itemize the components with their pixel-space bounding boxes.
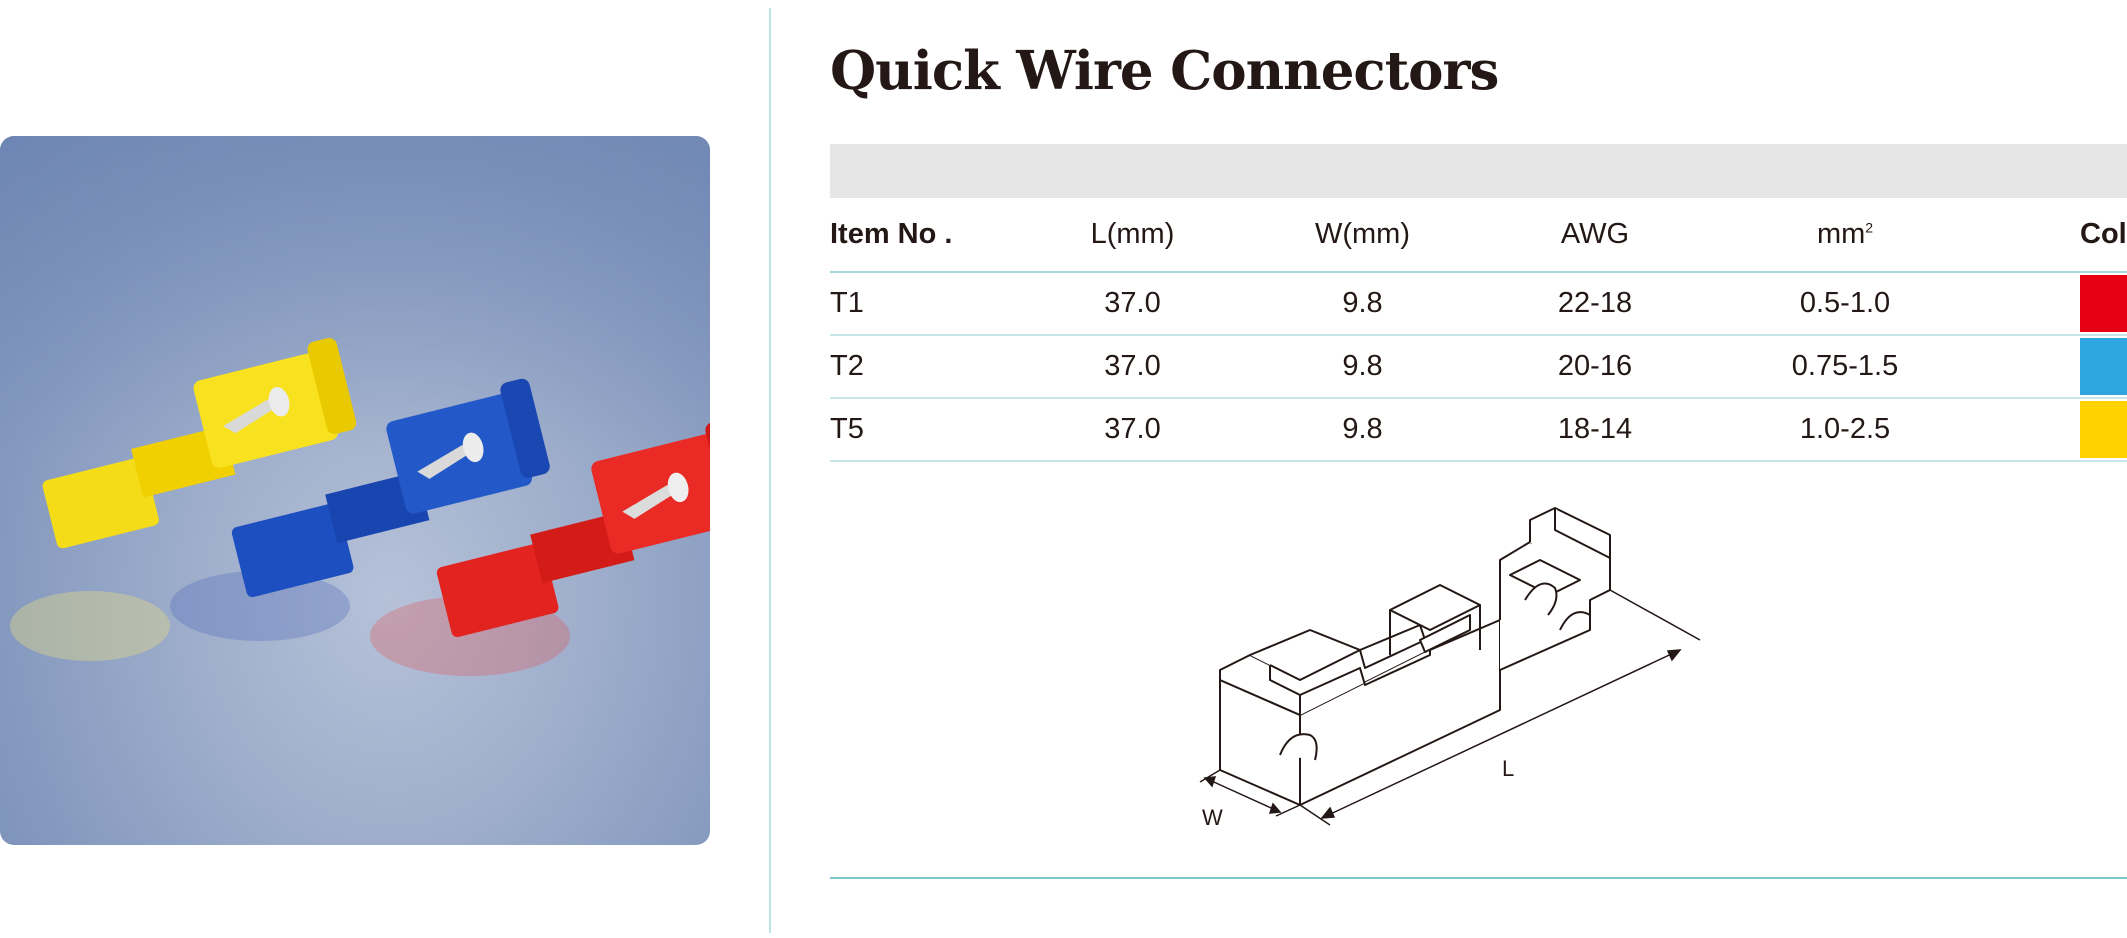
cell-item: T2	[830, 350, 864, 382]
header-item-no: Item No .	[830, 218, 953, 250]
header-spacer	[1970, 198, 2080, 272]
color-swatch-red	[2080, 275, 2127, 332]
header-width: W(mm)	[1314, 218, 1410, 250]
cell-color	[2080, 398, 2127, 461]
connector-dimension-drawing: L W	[1199, 507, 1701, 830]
connector-photo-illustration	[10, 337, 710, 676]
table-row: T5 37.0 9.8 18-14 1.0-2.5	[830, 398, 2127, 461]
cell-length: 37.0	[1104, 413, 1161, 445]
cell-color	[2080, 335, 2127, 398]
cell-item: T5	[830, 413, 864, 445]
cell-width: 9.8	[1342, 413, 1383, 445]
cell-awg: 20-16	[1557, 350, 1633, 382]
header-mm2-unit: mm	[1816, 218, 1866, 250]
yellow-connector-image	[42, 337, 357, 549]
cell-spacer	[1970, 398, 2080, 461]
cell-color	[2080, 272, 2127, 335]
cell-item: T1	[830, 287, 864, 319]
red-connector-image	[436, 418, 710, 638]
cell-awg: 18-14	[1557, 413, 1633, 445]
table-header-band	[830, 144, 2127, 198]
header-mm2: mm2	[1720, 198, 1970, 272]
table-row: T2 37.0 9.8 20-16 0.75-1.5	[830, 335, 2127, 398]
cell-width: 9.8	[1342, 350, 1383, 382]
cell-spacer	[1970, 335, 2080, 398]
cell-mm2: 1.0-2.5	[1799, 413, 1891, 445]
blue-connector-image	[231, 378, 550, 598]
header-length: L(mm)	[1090, 218, 1175, 250]
dimension-label-width: W	[1202, 805, 1223, 830]
color-swatch-yellow	[2080, 401, 2127, 458]
bottom-rule	[830, 877, 2127, 879]
cell-spacer	[1970, 272, 2080, 335]
dimension-label-length: L	[1502, 756, 1514, 781]
table-row: T1 37.0 9.8 22-18 0.5-1.0	[830, 272, 2127, 335]
cell-mm2: 0.75-1.5	[1791, 350, 1899, 382]
cell-length: 37.0	[1104, 287, 1161, 319]
spec-table: Item No . L(mm) W(mm) AWG mm2 Color T1 3…	[830, 198, 2127, 462]
header-mm2-superscript: 2	[1865, 219, 1874, 236]
color-swatch-blue	[2080, 338, 2127, 395]
cell-mm2: 0.5-1.0	[1799, 287, 1891, 319]
cell-awg: 22-18	[1557, 287, 1633, 319]
table-header-row: Item No . L(mm) W(mm) AWG mm2 Color	[830, 198, 2127, 272]
cell-length: 37.0	[1104, 350, 1161, 382]
header-awg: AWG	[1560, 218, 1630, 250]
vertical-divider	[769, 8, 771, 933]
product-photo	[0, 136, 710, 845]
page-title: Quick Wire Connectors	[830, 40, 1499, 102]
cell-width: 9.8	[1342, 287, 1383, 319]
header-color: Color	[2080, 218, 2127, 250]
